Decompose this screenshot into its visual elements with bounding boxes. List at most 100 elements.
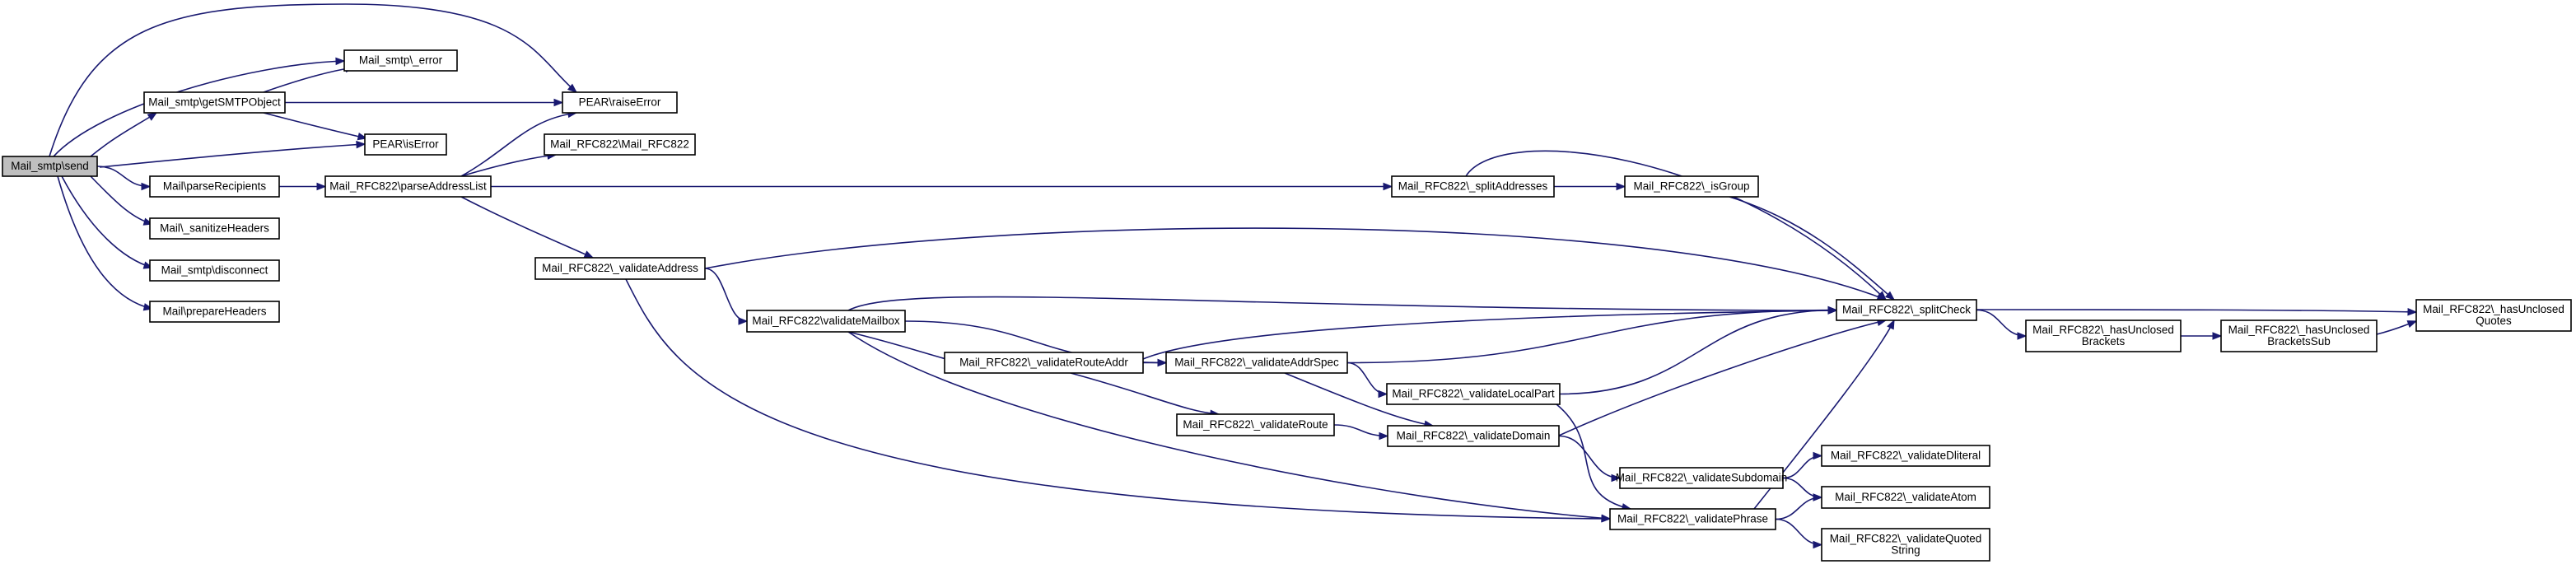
node-splitAddresses[interactable]: Mail_RFC822\_splitAddresses bbox=[1391, 175, 1555, 198]
edge-send-to-disconnect bbox=[61, 175, 153, 268]
edge-send-to-raiseError bbox=[49, 3, 577, 157]
node-validateDomain[interactable]: Mail_RFC822\_validateDomain bbox=[1387, 425, 1560, 447]
node-box-validateSubdomain[interactable] bbox=[1619, 467, 1784, 489]
node-label-validateDliteral: Mail_RFC822\_validateDliteral bbox=[1831, 450, 1981, 462]
node-validateRouteAddr[interactable]: Mail_RFC822\_validateRouteAddr bbox=[944, 352, 1144, 374]
node-box-validateAddrSpec[interactable] bbox=[1165, 352, 1348, 374]
node-Mail_RFC822[interactable]: Mail_RFC822\Mail_RFC822 bbox=[544, 133, 696, 156]
edge-validateMailbox-to-validateRouteAddr bbox=[847, 331, 960, 363]
node-validateLocalPart[interactable]: Mail_RFC822\_validateLocalPart bbox=[1386, 383, 1561, 405]
node-label-isError: PEAR\isError bbox=[372, 138, 439, 151]
node-box-isError[interactable] bbox=[364, 133, 447, 156]
node-parseAddressList[interactable]: Mail_RFC822\parseAddressList bbox=[324, 175, 492, 198]
node-validateSubdomain[interactable]: Mail_RFC822\_validateSubdomain bbox=[1616, 467, 1788, 489]
edge-parseAddressList-to-raiseError bbox=[460, 112, 577, 177]
node-box-send[interactable] bbox=[2, 156, 98, 177]
node-disconnect[interactable]: Mail_smtp\disconnect bbox=[149, 259, 280, 282]
arrowhead-hasUnclosedBracketsSub-to-hasUnclosedQuotes bbox=[2406, 320, 2418, 328]
node-validateAddress[interactable]: Mail_RFC822\_validateAddress bbox=[534, 257, 706, 280]
edge-send-to-smtp_error bbox=[53, 60, 345, 157]
node-box-smtp_error[interactable] bbox=[343, 49, 458, 72]
node-box-hasUnclosedQuotes[interactable] bbox=[2415, 299, 2572, 332]
node-label-hasUnclosedQuotes-line-2: Quotes bbox=[2476, 315, 2512, 327]
node-box-splitAddresses[interactable] bbox=[1391, 175, 1555, 198]
nodes-layer: Mail_smtp\send Mail_smtp\_errorMail_smtp\… bbox=[2, 49, 2572, 562]
node-smtp_error[interactable]: Mail_smtp\_error bbox=[343, 49, 458, 72]
node-box-hasUnclosedBracketsSub[interactable] bbox=[2220, 319, 2378, 352]
node-box-validateLocalPart[interactable] bbox=[1386, 383, 1561, 405]
node-box-validateAtom[interactable] bbox=[1821, 486, 1990, 509]
arrowhead-send-to-raiseError bbox=[567, 83, 578, 93]
node-box-isGroup[interactable] bbox=[1624, 175, 1759, 198]
edge-validateAddress-to-validatePhrase bbox=[625, 278, 1611, 520]
node-label-validateRouteAddr: Mail_RFC822\_validateRouteAddr bbox=[959, 357, 1128, 369]
node-label-smtp_error: Mail_smtp\_error bbox=[359, 54, 443, 67]
node-isError[interactable]: PEAR\isError bbox=[364, 133, 447, 156]
node-label-validateDomain: Mail_RFC822\_validateDomain bbox=[1397, 430, 1551, 442]
edge-send-to-isError bbox=[99, 143, 366, 168]
node-label-disconnect: Mail_smtp\disconnect bbox=[161, 264, 268, 277]
node-label-parseAddressList: Mail_RFC822\parseAddressList bbox=[329, 180, 487, 193]
node-label-getSMTPObject: Mail_smtp\getSMTPObject bbox=[148, 96, 281, 109]
node-label-validateQuotedString-line-2: String bbox=[1891, 544, 1920, 557]
node-label-validateLocalPart: Mail_RFC822\_validateLocalPart bbox=[1392, 388, 1555, 400]
node-box-validateQuotedString[interactable] bbox=[1821, 528, 1990, 562]
edge-getSMTPObject-to-isError bbox=[263, 112, 367, 139]
node-isGroup[interactable]: Mail_RFC822\_isGroup bbox=[1624, 175, 1759, 198]
node-label-hasUnclosedBracketsSub-line-1: Mail_RFC822\_hasUnclosed bbox=[2228, 324, 2370, 336]
node-validateAddrSpec[interactable]: Mail_RFC822\_validateAddrSpec bbox=[1165, 352, 1348, 374]
edge-validateAddrSpec-to-splitCheck bbox=[1346, 309, 1837, 364]
node-getSMTPObject[interactable]: Mail_smtp\getSMTPObject bbox=[143, 91, 286, 114]
node-box-splitCheck[interactable] bbox=[1836, 299, 1977, 321]
node-label-prepareHeaders: Mail\prepareHeaders bbox=[162, 305, 266, 318]
arrowhead-validateMailbox-to-validatePhrase bbox=[1601, 514, 1612, 522]
node-box-hasUnclosedBrackets[interactable] bbox=[2025, 319, 2182, 352]
edge-validatePhrase-to-validateQuotedString bbox=[1775, 518, 1822, 546]
arrowhead-splitCheck-to-hasUnclosedQuotes bbox=[2407, 308, 2418, 316]
node-validateRoute[interactable]: Mail_RFC822\_validateRoute bbox=[1176, 413, 1335, 436]
arrowhead-validateAddress-to-validateMailbox bbox=[738, 317, 749, 325]
node-sanitizeHeaders[interactable]: Mail\_sanitizeHeaders bbox=[149, 217, 280, 240]
node-validatePhrase[interactable]: Mail_RFC822\_validatePhrase bbox=[1609, 508, 1776, 530]
node-splitCheck[interactable]: Mail_RFC822\_splitCheck bbox=[1836, 299, 1977, 321]
edge-validateAddrSpec-to-validateLocalPart bbox=[1346, 361, 1388, 395]
node-parseRecipients[interactable]: Mail\parseRecipients bbox=[149, 175, 280, 198]
node-box-Mail_RFC822[interactable] bbox=[544, 133, 696, 156]
node-raiseError[interactable]: PEAR\raiseError bbox=[562, 91, 678, 114]
node-label-splitCheck: Mail_RFC822\_splitCheck bbox=[1842, 304, 1971, 316]
node-send[interactable]: Mail_smtp\send bbox=[2, 156, 98, 177]
edge-send-to-prepareHeaders bbox=[57, 175, 153, 310]
node-box-validateMailbox[interactable] bbox=[746, 310, 906, 333]
edges-layer bbox=[49, 3, 2418, 549]
edge-validateRouteAddr-to-validateRoute bbox=[1070, 372, 1220, 415]
node-validateDliteral[interactable]: Mail_RFC822\_validateDliteral bbox=[1821, 445, 1990, 467]
node-box-parseAddressList[interactable] bbox=[324, 175, 492, 198]
node-validateAtom[interactable]: Mail_RFC822\_validateAtom bbox=[1821, 486, 1990, 509]
node-box-disconnect[interactable] bbox=[149, 259, 280, 282]
node-label-validateAtom: Mail_RFC822\_validateAtom bbox=[1835, 491, 1976, 503]
node-prepareHeaders[interactable]: Mail\prepareHeaders bbox=[149, 301, 280, 323]
node-box-validateDomain[interactable] bbox=[1387, 425, 1560, 447]
node-box-validateRouteAddr[interactable] bbox=[944, 352, 1144, 374]
node-label-parseRecipients: Mail\parseRecipients bbox=[163, 180, 267, 193]
node-label-hasUnclosedBracketsSub-line-2: BracketsSub bbox=[2267, 335, 2331, 347]
arrowhead-validateDomain-to-validateSubdomain bbox=[1611, 473, 1622, 483]
node-box-prepareHeaders[interactable] bbox=[149, 301, 280, 323]
arrowhead-getSMTPObject-to-raiseError bbox=[553, 98, 564, 107]
node-validateMailbox[interactable]: Mail_RFC822\validateMailbox bbox=[746, 310, 906, 333]
node-box-sanitizeHeaders[interactable] bbox=[149, 217, 280, 240]
node-box-raiseError[interactable] bbox=[562, 91, 678, 114]
node-box-validateRoute[interactable] bbox=[1176, 413, 1335, 436]
node-box-validatePhrase[interactable] bbox=[1609, 508, 1776, 530]
node-box-getSMTPObject[interactable] bbox=[143, 91, 286, 114]
node-box-validateDliteral[interactable] bbox=[1821, 445, 1990, 467]
node-label-Mail_RFC822: Mail_RFC822\Mail_RFC822 bbox=[550, 138, 689, 151]
arrowhead-splitCheck-to-hasUnclosedBrackets bbox=[2017, 332, 2028, 340]
node-box-parseRecipients[interactable] bbox=[149, 175, 280, 198]
node-box-validateAddress[interactable] bbox=[534, 257, 706, 280]
